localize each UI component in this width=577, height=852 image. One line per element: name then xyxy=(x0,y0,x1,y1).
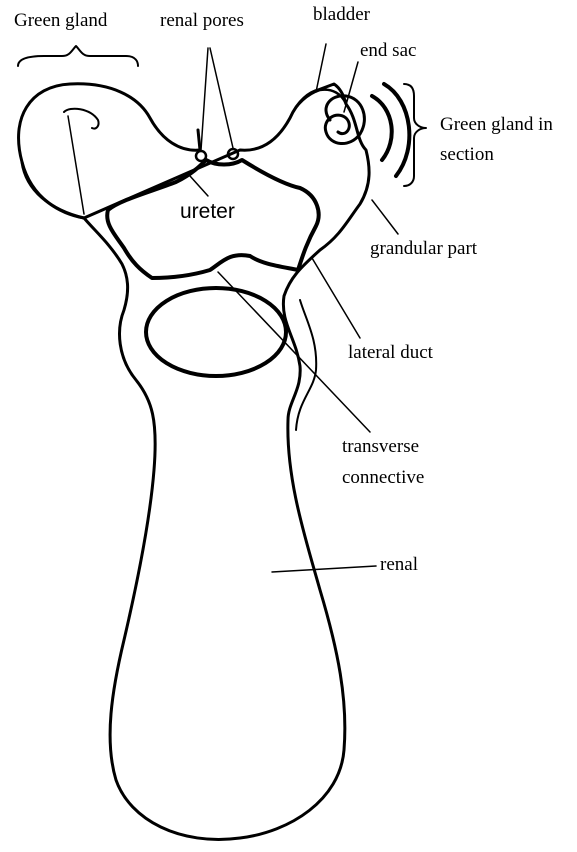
leader-green-gland xyxy=(68,116,84,214)
green-gland-bulb-edge xyxy=(22,162,84,218)
label-green-gland: Green gland xyxy=(14,10,107,32)
label-transverse-connective-line2: connective xyxy=(342,467,424,489)
leader-end-sac xyxy=(344,62,358,112)
leader-granular-part xyxy=(372,200,398,234)
end-sac-outer-coil xyxy=(372,84,409,176)
label-green-gland-in-section-line1: Green gland in xyxy=(440,114,553,136)
label-renal: renal xyxy=(380,554,418,576)
green-gland-brace xyxy=(18,46,138,66)
leader-renal-pore-left xyxy=(201,48,208,150)
leader-ureter xyxy=(190,176,208,196)
leader-renal-pore-right xyxy=(210,48,233,148)
leader-renal xyxy=(272,566,376,572)
transverse-connective xyxy=(146,288,286,376)
green-gland-section-brace xyxy=(404,84,426,186)
label-transverse-connective-line1: transverse xyxy=(342,436,419,458)
label-end-sac: end sac xyxy=(360,40,416,62)
organ-outline xyxy=(19,84,370,840)
label-bladder: bladder xyxy=(313,4,370,26)
leader-lateral-duct xyxy=(312,258,360,338)
label-granular-part: grandular part xyxy=(370,238,477,260)
label-green-gland-in-section-line2: section xyxy=(440,144,494,166)
renal-pore-left xyxy=(196,151,206,161)
label-ureter: ureter xyxy=(180,200,235,224)
label-renal-pores: renal pores xyxy=(160,10,244,32)
leader-bladder xyxy=(316,44,326,92)
label-lateral-duct: lateral duct xyxy=(348,342,433,364)
